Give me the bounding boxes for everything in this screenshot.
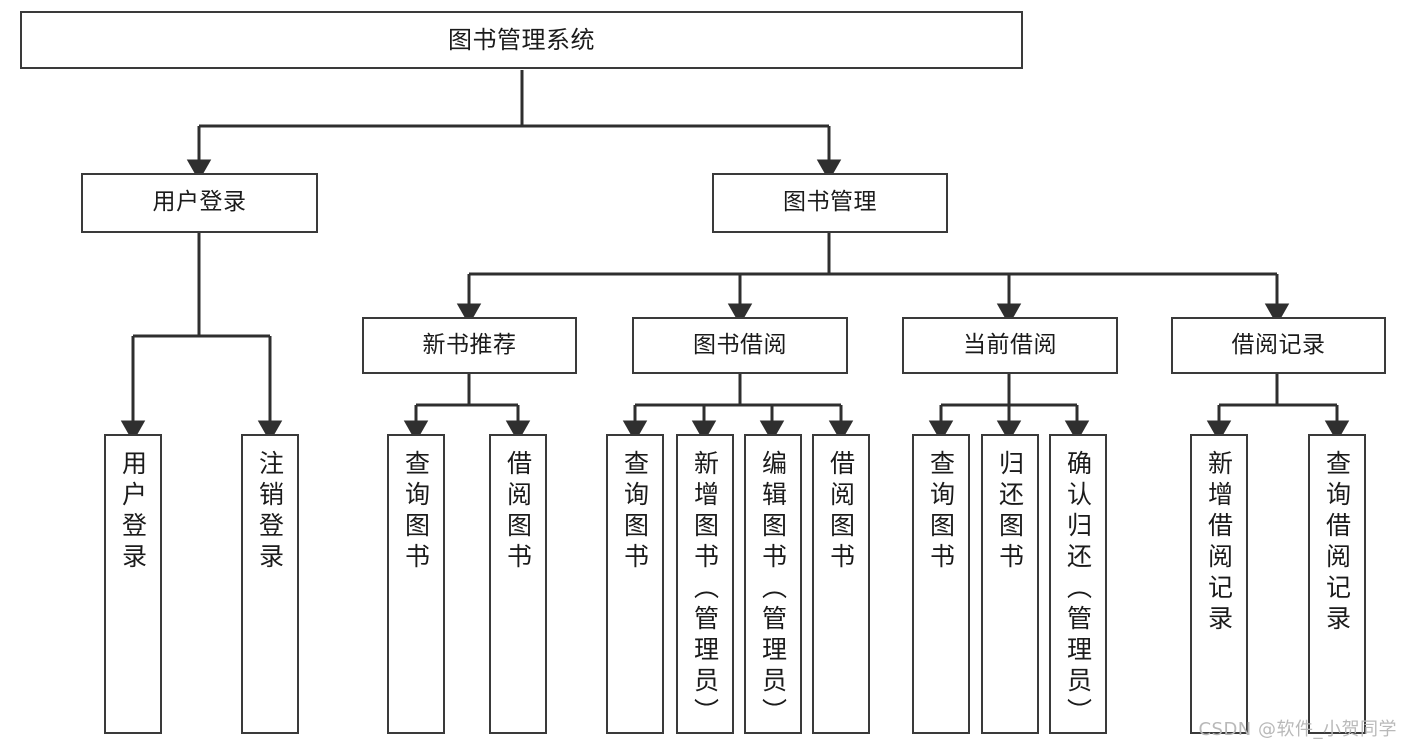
- leaf-query-book-current[interactable]: 查询图书: [912, 434, 970, 734]
- leaf-borrow-book[interactable]: 借阅图书: [812, 434, 870, 734]
- node-label: 新书推荐: [422, 331, 517, 358]
- node-label: 当前借阅: [963, 331, 1057, 358]
- leaf-borrow-book-new[interactable]: 借阅图书: [489, 434, 547, 734]
- node-label: 图书管理系统: [448, 25, 595, 54]
- node-label: 借阅图书: [826, 450, 856, 574]
- node-book-borrow[interactable]: 图书借阅: [632, 317, 848, 374]
- node-label: 查询图书: [620, 450, 650, 574]
- node-label: 编辑图书（管理员）: [758, 450, 788, 729]
- node-label: 查询借阅记录: [1322, 450, 1352, 636]
- csdn-watermark: CSDN @软件_小贺同学: [1198, 719, 1397, 740]
- node-new-book-recommend[interactable]: 新书推荐: [362, 317, 577, 374]
- node-label: 新增借阅记录: [1204, 450, 1234, 636]
- node-current-borrow[interactable]: 当前借阅: [902, 317, 1118, 374]
- node-label: 查询图书: [926, 450, 956, 574]
- node-label: 查询图书: [401, 450, 431, 574]
- node-user-login[interactable]: 用户登录: [81, 173, 318, 233]
- leaf-add-book[interactable]: 新增图书（管理员）: [676, 434, 734, 734]
- leaf-edit-book[interactable]: 编辑图书（管理员）: [744, 434, 802, 734]
- node-label: 注销登录: [255, 450, 285, 574]
- node-label: 借阅图书: [503, 450, 533, 574]
- node-root-system[interactable]: 图书管理系统: [20, 11, 1023, 69]
- node-label: 用户登录: [118, 450, 148, 574]
- node-label: 归还图书: [995, 450, 1025, 574]
- node-label: 借阅记录: [1231, 331, 1326, 358]
- node-label: 图书借阅: [693, 331, 787, 358]
- node-label: 图书管理: [783, 189, 877, 216]
- leaf-query-book-new[interactable]: 查询图书: [387, 434, 445, 734]
- leaf-confirm-return[interactable]: 确认归还（管理员）: [1049, 434, 1107, 734]
- leaf-add-borrow-record[interactable]: 新增借阅记录: [1190, 434, 1248, 734]
- node-book-manage[interactable]: 图书管理: [712, 173, 948, 233]
- leaf-return-book[interactable]: 归还图书: [981, 434, 1039, 734]
- leaf-query-book-borrow[interactable]: 查询图书: [606, 434, 664, 734]
- node-label: 确认归还（管理员）: [1063, 450, 1093, 729]
- node-label: 用户登录: [152, 189, 247, 216]
- node-borrow-record[interactable]: 借阅记录: [1171, 317, 1386, 374]
- leaf-query-borrow-record[interactable]: 查询借阅记录: [1308, 434, 1366, 734]
- leaf-logout[interactable]: 注销登录: [241, 434, 299, 734]
- leaf-user-login[interactable]: 用户登录: [104, 434, 162, 734]
- node-label: 新增图书（管理员）: [690, 450, 720, 729]
